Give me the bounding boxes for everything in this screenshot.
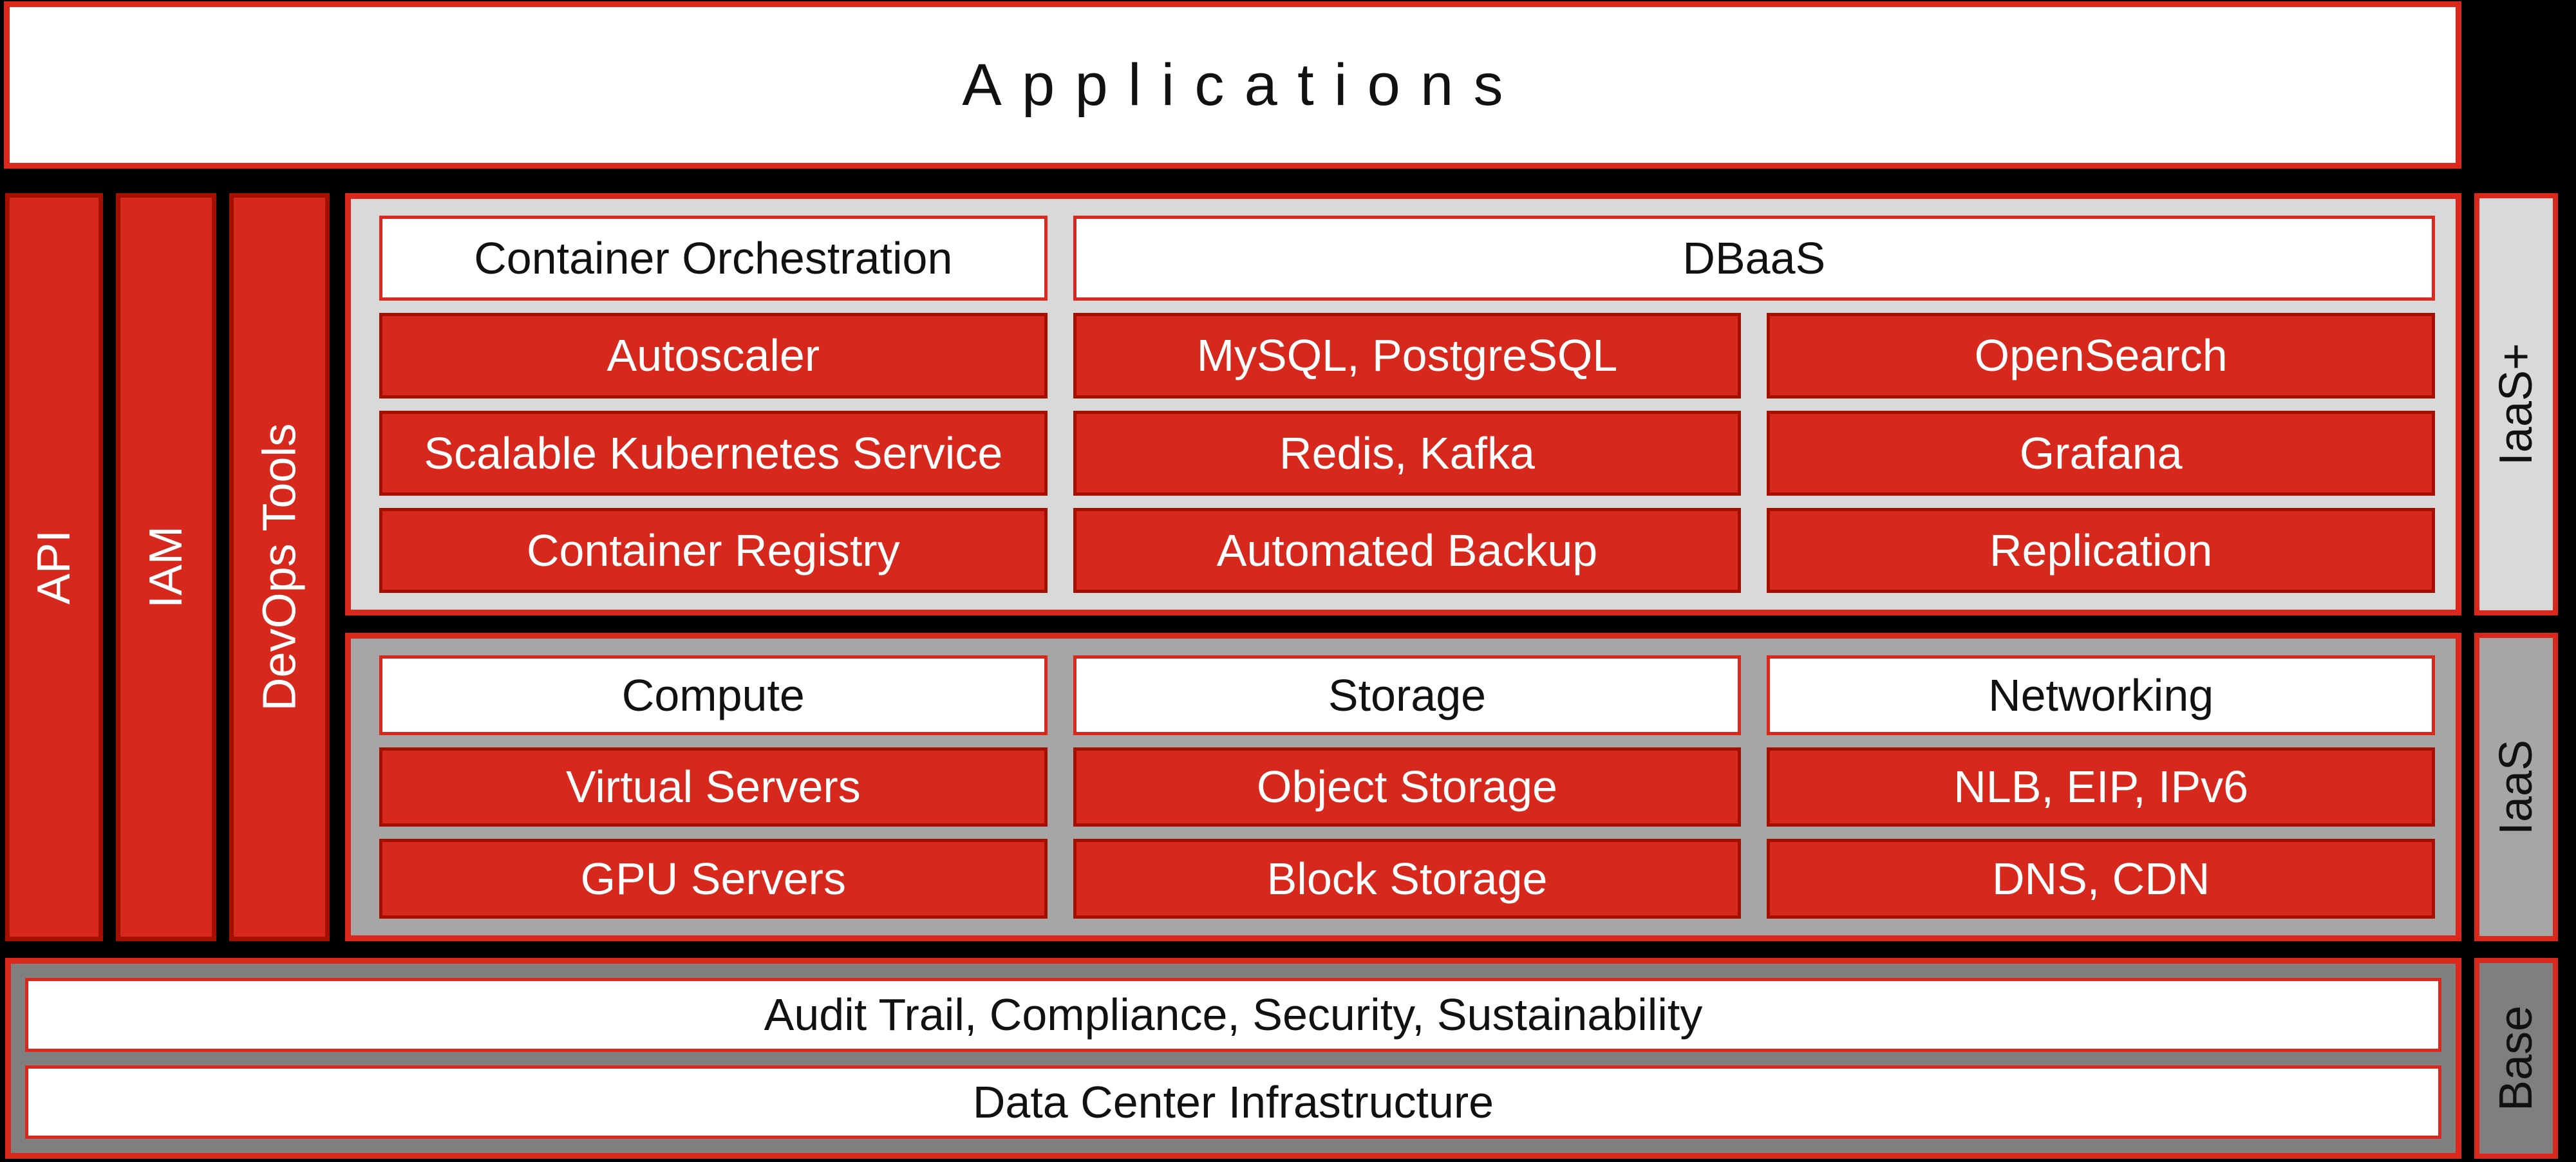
- applications-title: Applications: [962, 52, 1523, 118]
- iaas-plus-grid: Container Orchestration DBaaS Autoscaler…: [351, 199, 2456, 610]
- tier-label-iaas-plus: IaaS+: [2474, 193, 2558, 615]
- iaas-grid: Compute Storage Networking Virtual Serve…: [351, 639, 2456, 935]
- tier-label-iaas-text: IaaS: [2490, 739, 2542, 835]
- box-grafana: Grafana: [1767, 410, 2435, 496]
- section-iaas-plus: Container Orchestration DBaaS Autoscaler…: [345, 193, 2461, 615]
- box-replication: Replication: [1767, 507, 2435, 593]
- tier-label-iaas: IaaS: [2474, 633, 2558, 941]
- section-base: Audit Trail, Compliance, Security, Susta…: [5, 958, 2461, 1159]
- box-redis-kafka: Redis, Kafka: [1073, 410, 1742, 496]
- box-dns-cdn: DNS, CDN: [1767, 839, 2435, 919]
- box-automated-backup: Automated Backup: [1073, 507, 1742, 593]
- rail-iam-label: IAM: [140, 525, 192, 609]
- box-mysql-postgresql: MySQL, PostgreSQL: [1073, 313, 1742, 398]
- rail-api: API: [5, 193, 103, 941]
- rail-devops-tools-label: DevOps Tools: [254, 423, 305, 711]
- rail-iam: IAM: [116, 193, 216, 941]
- compute-header: Compute: [379, 655, 1048, 735]
- box-autoscaler: Autoscaler: [379, 313, 1048, 398]
- box-gpu-servers: GPU Servers: [379, 839, 1048, 919]
- box-nlb-eip-ipv6: NLB, EIP, IPv6: [1767, 747, 2435, 827]
- box-virtual-servers: Virtual Servers: [379, 747, 1048, 827]
- networking-header: Networking: [1767, 655, 2435, 735]
- rail-api-label: API: [28, 529, 80, 605]
- box-audit-compliance-security-sustainability: Audit Trail, Compliance, Security, Susta…: [25, 978, 2441, 1052]
- box-container-registry: Container Registry: [379, 507, 1048, 593]
- box-block-storage: Block Storage: [1073, 839, 1742, 919]
- applications-banner: Applications: [4, 1, 2461, 169]
- tier-label-base-text: Base: [2490, 1005, 2543, 1112]
- storage-header: Storage: [1073, 655, 1742, 735]
- dbaas-header: DBaaS: [1073, 216, 2435, 301]
- rail-devops-tools: DevOps Tools: [229, 193, 330, 941]
- tier-label-iaas-plus-text: IaaS+: [2490, 342, 2543, 466]
- box-data-center-infrastructure: Data Center Infrastructure: [25, 1065, 2441, 1139]
- box-object-storage: Object Storage: [1073, 747, 1742, 827]
- box-opensearch: OpenSearch: [1767, 313, 2435, 398]
- section-iaas: Compute Storage Networking Virtual Serve…: [345, 633, 2461, 941]
- tier-label-base: Base: [2474, 958, 2558, 1159]
- container-orchestration-header: Container Orchestration: [379, 216, 1048, 301]
- box-scalable-kubernetes-service: Scalable Kubernetes Service: [379, 410, 1048, 496]
